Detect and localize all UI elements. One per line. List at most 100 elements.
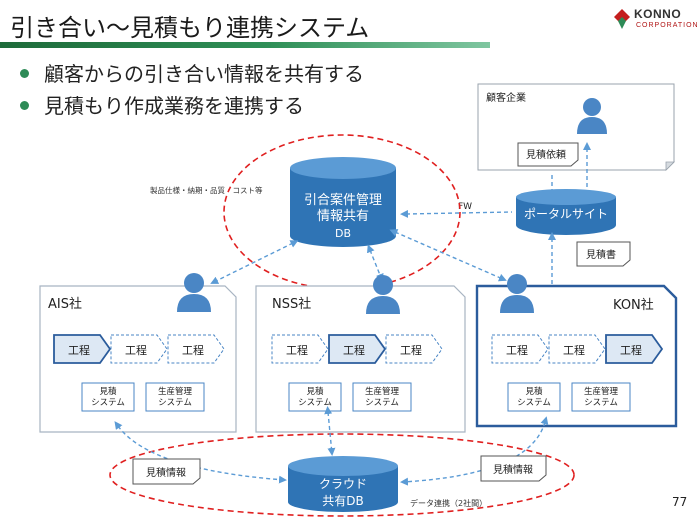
logo-diamond-icon [614,9,630,29]
system-label: 生産管理 [158,386,193,397]
process-step: 工程 [271,334,329,364]
process-step: 工程 [385,334,443,364]
cloud-db-line2: 共有DB [322,494,363,508]
process-chevron [548,334,606,364]
shared-db-annotation: 製品仕様・納期・品質・コスト等 [150,185,263,195]
system-label: システム [517,398,551,408]
page-title: 引き合い〜見積もり連携システム [10,14,370,42]
shared-db-cylinder: 引合案件管理 情報共有 DB [290,157,396,247]
shared-db-line2: 情報共有 [317,209,369,224]
shared-db-line3: DB [335,227,351,240]
request-document: 見積依頼 [517,142,579,167]
process-chevron [271,334,329,364]
process-chevron [167,334,225,364]
process-chevron [328,334,387,364]
logo-sub: CORPORATION [636,22,699,29]
company-name: AIS社 [48,296,82,312]
db-nss-arrow [367,244,384,282]
nss-cloud-arrow [324,406,336,456]
process-step: 工程 [53,334,112,364]
db-portal-arrow [400,209,513,218]
company-name: KON社 [613,297,654,313]
process-chevron [605,334,664,364]
company-name: NSS社 [272,296,311,312]
system-label: 見積 [99,386,117,397]
system-box-frame [145,382,205,412]
bullet-dot-icon [20,69,29,78]
system-label: 見積 [306,386,324,397]
process-label: 工程 [182,344,204,357]
process-chevron [385,334,443,364]
system-label: システム [158,398,192,408]
process-label: 工程 [343,344,365,357]
system-label: 生産管理 [365,386,400,397]
system-box-frame [571,382,631,412]
company-logo: KONNO CORPORATION [612,5,699,37]
bullet-dot-icon [20,101,29,110]
request-doc-label: 見積依頼 [526,148,566,161]
shared-db-line1: 引合案件管理 [304,193,382,208]
system-label: システム [584,398,618,408]
process-chevron [53,334,112,364]
bullet-text: 顧客からの引き合い情報を共有する [44,62,364,86]
logo-name: KONNO [634,7,682,21]
quote-info-document-right: 見積情報 [480,455,547,482]
process-label: 工程 [563,344,585,357]
cloud-left-doc-label: 見積情報 [146,466,186,479]
company-person-icon [500,274,534,313]
process-chevron [491,334,549,364]
ais-cloud-arrow [114,421,287,484]
process-step: 工程 [110,334,168,364]
process-chevron [110,334,168,364]
db-ais-arrow [210,240,299,284]
fw-label: FW [458,202,472,212]
title-underline [0,42,490,48]
db-kon-arrow [389,229,507,282]
process-label: 工程 [125,344,147,357]
quote-info-document-left: 見積情報 [132,458,201,485]
bullet-text: 見積もり作成業務を連携する [44,94,304,118]
process-step: 工程 [328,334,387,364]
page-number: 77 [672,495,688,509]
quote-document: 見積書 [576,241,631,267]
portal-label: ポータルサイト [524,207,608,221]
cloud-db-note: データ連携（2社間） [410,498,487,508]
customer-person-icon [577,98,607,134]
system-box-frame [288,382,342,412]
process-step: 工程 [548,334,606,364]
process-step: 工程 [167,334,225,364]
cloud-db-line1: クラウド [319,477,367,491]
portal-site-cylinder: ポータルサイト [516,189,616,235]
company-person-icon [366,275,400,314]
process-step: 工程 [605,334,664,364]
process-label: 工程 [506,344,528,357]
system-label: 見積 [525,386,543,397]
process-label: 工程 [68,344,90,357]
system-box-frame [352,382,412,412]
process-label: 工程 [400,344,422,357]
customer-label: 顧客企業 [486,91,526,104]
system-label: システム [365,398,399,408]
cloud-db-cylinder: クラウド 共有DB [288,456,398,512]
system-label: システム [91,398,125,408]
system-label: システム [298,398,332,408]
system-label: 生産管理 [584,386,619,397]
quote-doc-label: 見積書 [586,248,616,261]
process-label: 工程 [286,344,308,357]
system-box-frame [81,382,135,412]
cloud-right-doc-label: 見積情報 [493,463,533,476]
cloud-db-highlight [109,433,575,517]
process-label: 工程 [620,344,642,357]
process-layer: 工程工程工程見積システム生産管理システム工程工程工程見積システム生産管理システム… [53,334,664,412]
company-person-icon [177,273,211,312]
system-box-frame [507,382,561,412]
process-step: 工程 [491,334,549,364]
